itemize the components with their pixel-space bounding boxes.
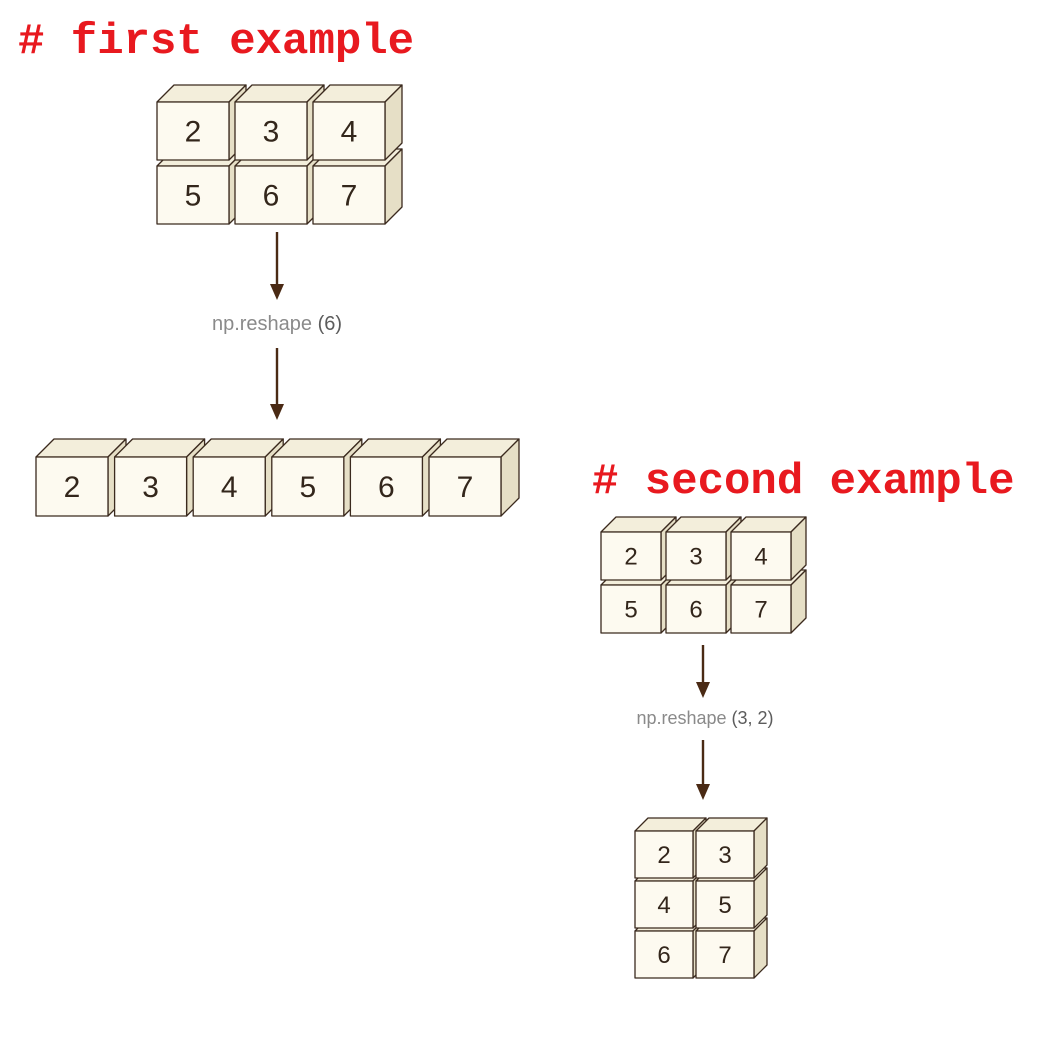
first-arrow-bottom xyxy=(270,348,284,420)
array-cell: 4 xyxy=(312,84,403,161)
second-arrow-top xyxy=(696,645,710,698)
cell-value: 4 xyxy=(657,892,670,919)
cell-value: 4 xyxy=(754,544,767,571)
operation-label: np.reshape (6) xyxy=(212,313,342,335)
second-arrow-bottom xyxy=(696,740,710,800)
cell-value: 6 xyxy=(378,471,395,504)
cell-value: 6 xyxy=(689,597,702,624)
cell-value: 7 xyxy=(754,597,767,624)
first-output-array: 2 3 4 5 6 7 xyxy=(35,438,520,517)
array-cell: 7 xyxy=(428,438,520,517)
first-example-heading: # first example xyxy=(18,17,415,67)
array-cell: 2 xyxy=(600,516,677,581)
cell-value: 6 xyxy=(657,942,670,969)
second-input-array: 5 6 7 2 3 4 xyxy=(600,516,807,634)
array-cell: 2 xyxy=(35,438,127,517)
operation-label: np.reshape (3, 2) xyxy=(636,708,773,728)
cell-value: 2 xyxy=(624,544,637,571)
array-cell: 3 xyxy=(665,516,742,581)
cell-value: 3 xyxy=(263,116,280,149)
cell-value: 7 xyxy=(457,471,474,504)
cell-value: 3 xyxy=(142,471,159,504)
operation-args: (6) xyxy=(318,313,342,335)
operation-function: np.reshape xyxy=(212,313,312,335)
cell-value: 7 xyxy=(341,180,358,213)
cell-value: 4 xyxy=(341,116,358,149)
cell-value: 2 xyxy=(657,842,670,869)
cell-value: 5 xyxy=(624,597,637,624)
array-cell: 4 xyxy=(192,438,284,517)
array-cell: 3 xyxy=(113,438,206,517)
cell-value: 5 xyxy=(185,180,202,213)
array-cell: 4 xyxy=(730,516,807,581)
cell-value: 7 xyxy=(718,942,731,969)
cell-value: 5 xyxy=(718,892,731,919)
array-cell: 2 xyxy=(156,84,247,161)
array-cell: 5 xyxy=(271,438,363,517)
operation-args: (3, 2) xyxy=(732,708,774,728)
cell-value: 5 xyxy=(299,471,316,504)
cell-value: 2 xyxy=(64,471,81,504)
cell-value: 2 xyxy=(185,116,202,149)
cell-value: 4 xyxy=(221,471,238,504)
first-arrow-top xyxy=(270,232,284,300)
array-cell: 3 xyxy=(695,817,768,879)
first-input-array: 5 6 7 2 3 4 xyxy=(156,84,403,225)
cell-value: 6 xyxy=(263,180,280,213)
cell-value: 3 xyxy=(689,544,702,571)
operation-function: np.reshape xyxy=(636,708,726,728)
array-cell: 6 xyxy=(349,438,442,517)
second-example-heading: # second example xyxy=(592,457,1015,507)
second-output-array: 6 7 4 5 2 3 xyxy=(634,817,768,979)
array-cell: 3 xyxy=(234,84,325,161)
cell-value: 3 xyxy=(718,842,731,869)
